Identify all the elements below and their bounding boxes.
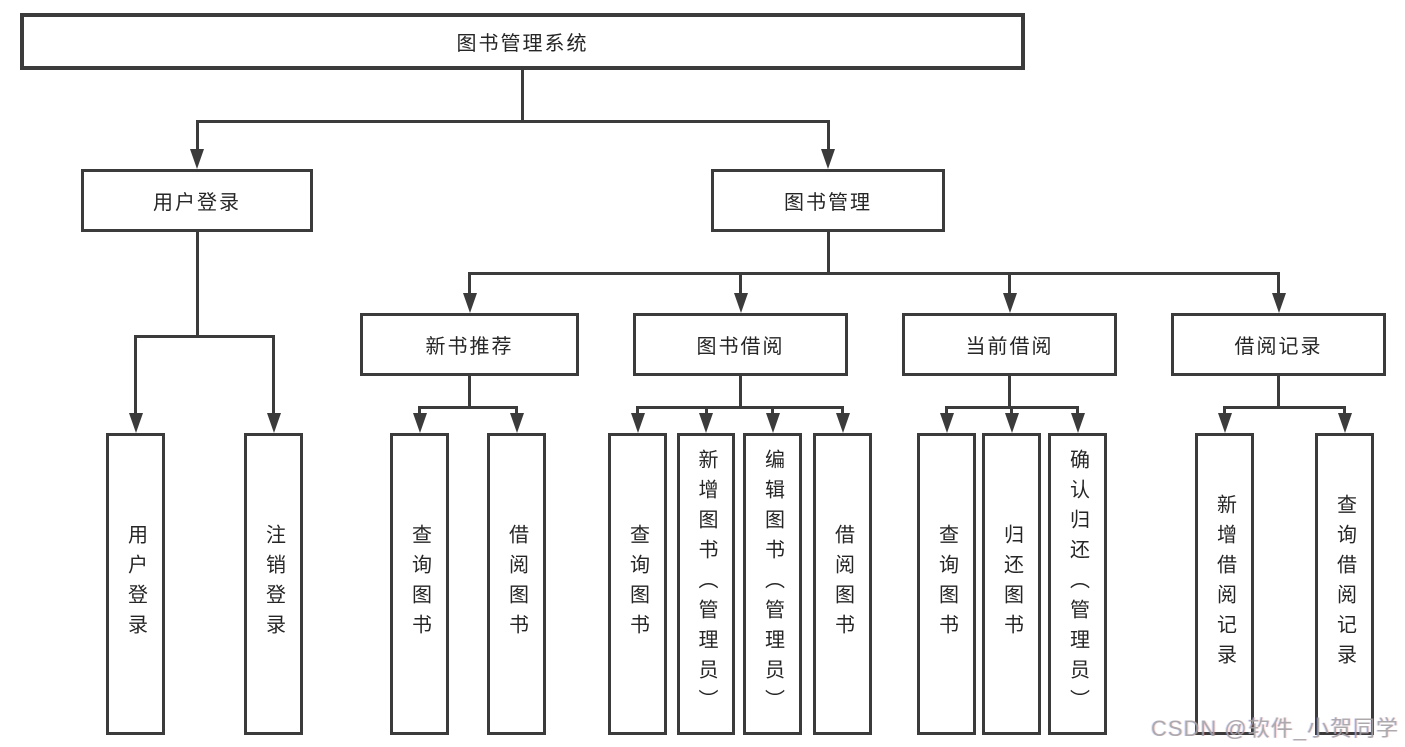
node-current-borrow: 当前借阅 xyxy=(902,313,1117,376)
arrowhead-down-icon xyxy=(1002,293,1017,313)
arrowhead-down-icon xyxy=(412,413,427,433)
arrowhead-down-icon xyxy=(462,293,477,313)
arrowhead-down-icon xyxy=(509,413,524,433)
node-label: 编辑图书（管理员） xyxy=(761,449,784,719)
connector-line xyxy=(1223,406,1226,419)
connector-line xyxy=(195,120,199,155)
arrowhead-down-icon xyxy=(128,413,143,433)
node-label: 当前借阅 xyxy=(965,336,1054,358)
node-logout-leaf: 注销登录 xyxy=(244,433,303,735)
connector-line xyxy=(1008,272,1011,299)
connector-line xyxy=(826,120,830,155)
connector-line xyxy=(134,335,137,419)
connector-line xyxy=(195,232,199,335)
node-label: 查询图书 xyxy=(408,524,431,644)
node-label: 新书推荐 xyxy=(425,336,514,358)
arrowhead-down-icon xyxy=(1070,413,1085,433)
node-label: 新增图书（管理员） xyxy=(695,449,717,719)
node-label: 借阅图书 xyxy=(505,524,528,644)
node-bb-borrow-book: 借阅图书 xyxy=(813,433,872,735)
node-book-borrow: 图书借阅 xyxy=(633,313,848,376)
node-cb-confirm-return: 确认归还（管理员） xyxy=(1048,433,1107,735)
arrowhead-down-icon xyxy=(1217,413,1232,433)
node-br-query-record: 查询借阅记录 xyxy=(1315,433,1374,735)
node-label: 图书管理系统 xyxy=(456,33,589,55)
arrowhead-down-icon xyxy=(190,149,204,169)
arrowhead-down-icon xyxy=(733,293,748,313)
node-book-mgmt: 图书管理 xyxy=(711,169,945,232)
node-bb-add-book: 新增图书（管理员） xyxy=(677,433,735,735)
node-label: 新增借阅记录 xyxy=(1213,494,1236,674)
connector-line xyxy=(739,376,742,406)
connector-line xyxy=(418,406,518,409)
connector-line xyxy=(945,406,948,419)
node-label: 用户登录 xyxy=(124,524,147,644)
node-label: 查询借阅记录 xyxy=(1333,494,1356,674)
connector-line xyxy=(1343,406,1346,419)
connector-line xyxy=(418,406,421,419)
arrowhead-down-icon xyxy=(266,413,281,433)
connector-line xyxy=(521,70,524,120)
node-label: 借阅记录 xyxy=(1234,336,1323,358)
connector-line xyxy=(1277,272,1280,299)
node-borrow-records: 借阅记录 xyxy=(1171,313,1386,376)
connector-line xyxy=(1076,406,1079,419)
connector-line xyxy=(636,406,639,419)
node-nbr-borrow-book: 借阅图书 xyxy=(487,433,546,735)
node-label: 借阅图书 xyxy=(831,524,854,644)
arrowhead-down-icon xyxy=(1004,413,1019,433)
connector-line xyxy=(1008,376,1011,406)
node-label: 归还图书 xyxy=(1000,524,1023,644)
node-label: 确认归还（管理员） xyxy=(1066,449,1089,719)
connector-line xyxy=(771,406,774,419)
arrowhead-down-icon xyxy=(1337,413,1352,433)
node-bb-query-book: 查询图书 xyxy=(608,433,667,735)
connector-line xyxy=(195,120,830,123)
connector-line xyxy=(134,335,275,338)
node-user-login-leaf: 用户登录 xyxy=(106,433,165,735)
node-bb-edit-book: 编辑图书（管理员） xyxy=(743,433,802,735)
node-new-book-rec: 新书推荐 xyxy=(360,313,579,376)
arrowhead-down-icon xyxy=(699,413,713,433)
node-br-add-record: 新增借阅记录 xyxy=(1195,433,1254,735)
node-cb-query-book: 查询图书 xyxy=(917,433,976,735)
arrowhead-down-icon xyxy=(835,413,850,433)
connector-line xyxy=(1010,406,1013,419)
arrowhead-down-icon xyxy=(939,413,954,433)
node-label: 用户登录 xyxy=(153,192,241,214)
node-user-login: 用户登录 xyxy=(81,169,313,232)
arrowhead-down-icon xyxy=(821,149,835,169)
connector-line xyxy=(468,272,1280,275)
node-root: 图书管理系统 xyxy=(20,13,1025,70)
node-label: 查询图书 xyxy=(626,524,649,644)
arrowhead-down-icon xyxy=(630,413,645,433)
connector-line xyxy=(739,272,742,299)
node-nbr-query-book: 查询图书 xyxy=(390,433,449,735)
connector-line xyxy=(636,406,844,409)
connector-line xyxy=(826,232,830,272)
node-cb-return-book: 归还图书 xyxy=(982,433,1041,735)
arrowhead-down-icon xyxy=(765,413,780,433)
connector-line xyxy=(704,406,708,419)
connector-line xyxy=(468,272,471,299)
node-label: 查询图书 xyxy=(935,524,958,644)
connector-line xyxy=(1223,406,1346,409)
node-label: 图书管理 xyxy=(784,192,872,214)
arrowhead-down-icon xyxy=(1271,293,1286,313)
connector-line xyxy=(841,406,844,419)
connector-line xyxy=(1277,376,1280,406)
node-label: 图书借阅 xyxy=(696,336,785,358)
node-label: 注销登录 xyxy=(262,524,285,644)
connector-line xyxy=(468,376,471,406)
connector-line xyxy=(515,406,518,419)
connector-line xyxy=(272,335,275,419)
